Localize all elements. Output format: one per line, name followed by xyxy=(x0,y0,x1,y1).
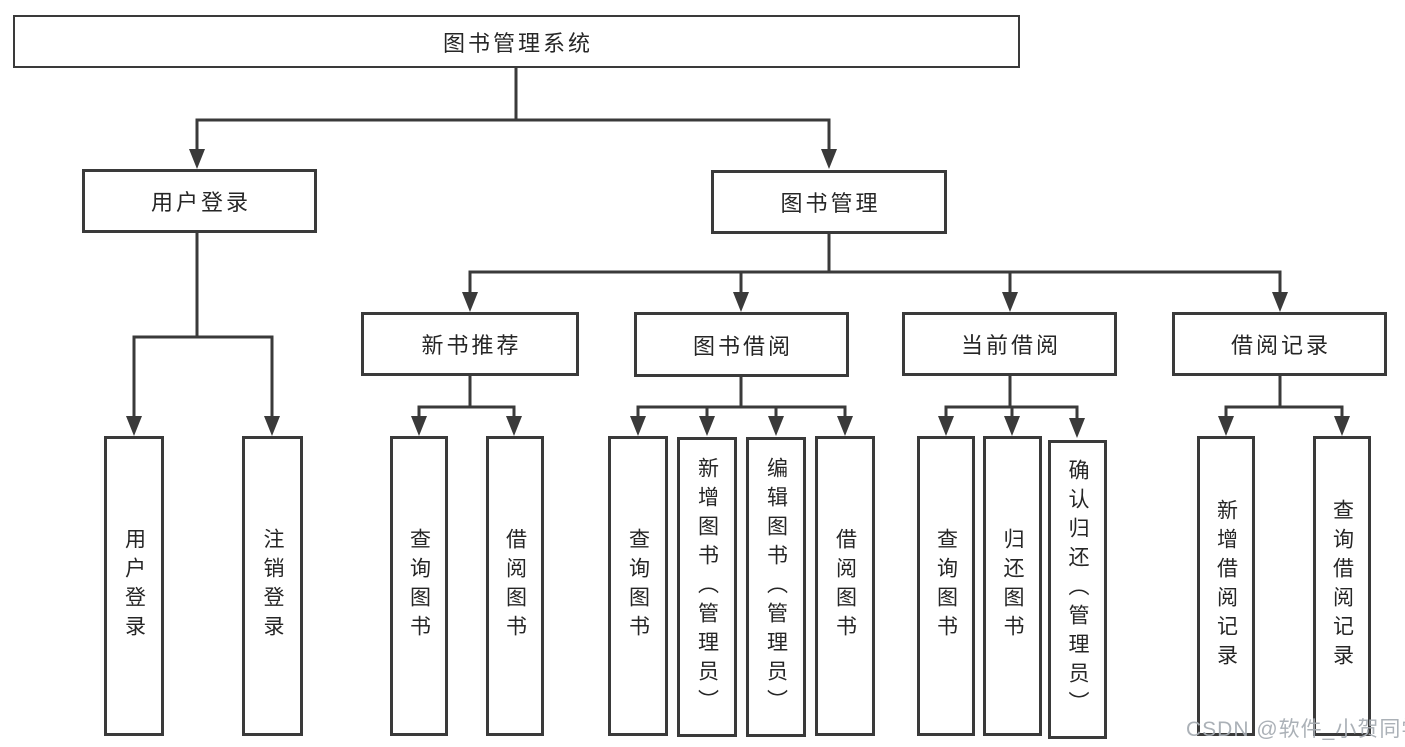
node-label: 借阅图书 xyxy=(833,528,857,644)
leaf-user-login: 用户登录 xyxy=(104,436,164,736)
csdn-watermark: CSDN @软件_小贺同学 xyxy=(1186,718,1405,741)
node-user-login: 用户登录 xyxy=(82,169,317,233)
node-label: 查询图书 xyxy=(407,528,431,644)
node-book-management: 图书管理 xyxy=(711,170,947,234)
node-label: 借阅图书 xyxy=(503,528,527,644)
leaf-borrow-books-recommend: 借阅图书 xyxy=(486,436,544,736)
leaf-borrow-books: 借阅图书 xyxy=(815,436,875,736)
leaf-add-borrow-record: 新增借阅记录 xyxy=(1197,436,1255,736)
leaf-add-book-admin: 新增图书（管理员） xyxy=(677,437,737,737)
leaf-query-books-borrow: 查询图书 xyxy=(608,436,668,736)
node-book-borrow: 图书借阅 xyxy=(634,312,849,377)
leaf-confirm-return-admin: 确认归还（管理员） xyxy=(1048,440,1107,739)
node-label: 用户登录 xyxy=(150,190,251,215)
node-label: 注销登录 xyxy=(261,528,284,644)
node-label: 查询借阅记录 xyxy=(1330,499,1354,673)
node-label: 编辑图书（管理员） xyxy=(764,456,788,718)
node-label: 图书管理 xyxy=(780,191,881,216)
node-label: 图书借阅 xyxy=(692,333,793,359)
node-new-book-recommend: 新书推荐 xyxy=(361,312,579,376)
node-label: 用户登录 xyxy=(122,528,146,644)
leaf-return-book: 归还图书 xyxy=(983,436,1042,736)
node-label: 当前借阅 xyxy=(960,333,1061,358)
node-label: 借阅记录 xyxy=(1230,333,1331,358)
node-label: 新增借阅记录 xyxy=(1214,499,1238,673)
leaf-query-books-current: 查询图书 xyxy=(917,436,975,736)
node-current-borrow: 当前借阅 xyxy=(902,312,1117,376)
leaf-edit-book-admin: 编辑图书（管理员） xyxy=(746,437,806,737)
node-label: 查询图书 xyxy=(626,528,650,644)
node-label: 新增图书（管理员） xyxy=(695,456,719,718)
leaf-logout-login: 注销登录 xyxy=(242,436,303,736)
node-label: 查询图书 xyxy=(934,528,958,644)
node-label: 确认归还（管理员） xyxy=(1066,459,1089,720)
node-label: 图书管理系统 xyxy=(442,30,593,56)
leaf-query-books-recommend: 查询图书 xyxy=(390,436,448,736)
node-label: 新书推荐 xyxy=(421,333,522,358)
leaf-query-borrow-record: 查询借阅记录 xyxy=(1313,436,1371,736)
node-borrow-record: 借阅记录 xyxy=(1172,312,1387,376)
node-library-system: 图书管理系统 xyxy=(13,15,1020,68)
node-label: 归还图书 xyxy=(1001,528,1024,644)
